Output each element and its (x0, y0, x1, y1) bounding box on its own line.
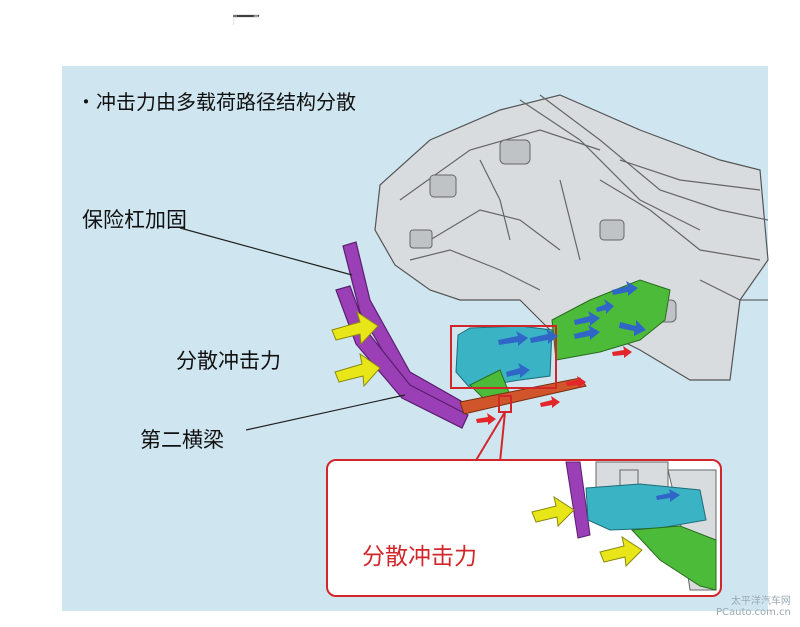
car-logo-icon (234, 14, 237, 18)
load-path-arrows-blue (498, 281, 646, 378)
label-second-crossbeam: 第二横梁 (140, 428, 224, 452)
label-bumper-reinforcement: 保险杠加固 (82, 208, 187, 232)
bullet-text: ・冲击力由多载荷路径结构分散 (76, 90, 356, 114)
label-disperse-force: 分散冲击力 (176, 349, 281, 373)
load-path-arrows-red (476, 346, 632, 425)
header-bar (232, 14, 260, 25)
front-rail (455, 325, 553, 389)
inset-label-disperse-force: 分散冲击力 (362, 544, 477, 570)
impact-arrows-yellow (331, 310, 381, 388)
watermark: 太平洋汽车网 PCauto.com.cn (716, 596, 791, 618)
watermark-line-1: 太平洋汽车网 (730, 596, 791, 607)
page-title: 能量分散路径示意图 (114, 25, 339, 53)
watermark-line-2: PCauto.com.cn (716, 607, 791, 618)
